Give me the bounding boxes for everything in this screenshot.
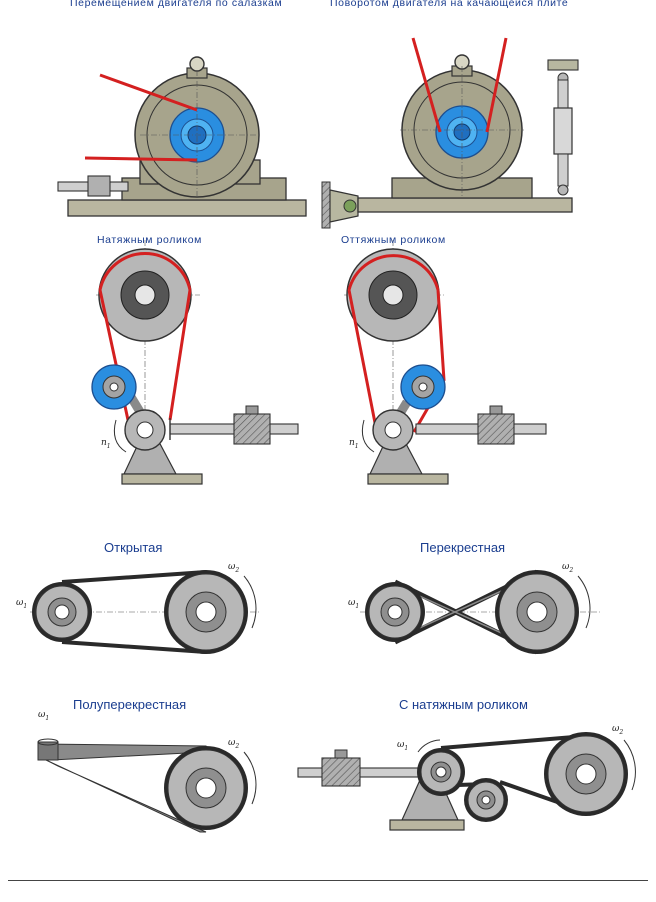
label-w2-open: ω2: [228, 562, 240, 574]
drive-pulley8-bore: [435, 766, 447, 778]
label-w1-crossed: ω1: [348, 598, 360, 610]
bearing3-cap: [245, 405, 259, 415]
w1-arrow7: [37, 738, 59, 746]
small-pulley5-bore: [54, 604, 70, 620]
caption-slide: Перемещением двигателя по салазкам: [70, 0, 283, 9]
drive-pulley4-bore: [384, 421, 402, 439]
caption-with-tension-roller: С натяжным роликом: [399, 697, 528, 712]
n1-arrow4: [361, 419, 375, 453]
drive-pulley3-bore: [136, 421, 154, 439]
belt3-wrap: [98, 252, 192, 291]
belt2-right: [485, 37, 508, 133]
w2-arrow8: [623, 739, 636, 791]
large-pulley6-bore: [526, 601, 548, 623]
belt8-top: [440, 734, 587, 750]
horizontal-pulley: [37, 741, 59, 761]
turnbuckle-rod-bottom: [557, 153, 569, 187]
caption-idler-roller: Оттяжным роликом: [341, 234, 446, 246]
turnbuckle-body: [553, 107, 573, 155]
eye-bolt: [189, 56, 205, 72]
wall-hatch: [321, 181, 331, 229]
driven-pulley3-bore: [134, 284, 156, 306]
label-w2-crossed: ω2: [562, 562, 574, 574]
belt4-wrap: [347, 254, 440, 291]
half-crossed-drive-panel: [37, 738, 257, 833]
idler-roller-bore: [418, 382, 428, 392]
large-pulley8-bore: [575, 763, 597, 785]
tension-roller-panel: [91, 240, 299, 485]
small-pulley6-bore: [387, 604, 403, 620]
turnbuckle-bottom-pin: [557, 184, 569, 196]
large-pulley5-bore: [195, 601, 217, 623]
slide-rail-base: [67, 199, 307, 217]
label-n1-a: n1: [101, 438, 111, 450]
stand3-base: [121, 473, 203, 485]
tension-roller-drive-panel: [297, 732, 636, 831]
turnbuckle-rod-top: [557, 79, 569, 109]
label-w2-half-crossed: ω2: [228, 738, 240, 750]
tension-roller8-bore: [481, 795, 491, 805]
screw-nut: [87, 175, 111, 197]
bearing8-cap: [334, 749, 348, 759]
w2-arrow5: [243, 575, 257, 629]
crossed-drive-panel: [360, 569, 600, 655]
w2-arrow6: [577, 575, 591, 629]
open-drive-panel: [30, 570, 260, 654]
turnbuckle-top-mount: [547, 59, 579, 71]
tension-roller-bore: [109, 382, 119, 392]
swing-plate: [357, 197, 573, 213]
n1-arrow3: [113, 419, 127, 453]
belt-upper: [99, 73, 198, 112]
belt2-left: [411, 37, 442, 133]
open-belt-top: [61, 570, 207, 584]
label-w2-tension-drive: ω2: [612, 724, 624, 736]
w2-arrow7: [243, 751, 257, 805]
stand4-base: [367, 473, 449, 485]
label-w1-tension-drive: ω1: [397, 740, 409, 752]
w1-arrow6: [367, 593, 376, 631]
caption-half-crossed: Полуперекрестная: [73, 697, 187, 712]
w1-arrow8: [417, 739, 441, 753]
idler-roller-panel: [344, 240, 547, 485]
caption-tension-roller: Натяжным роликом: [97, 234, 203, 246]
label-n1-b: n1: [349, 438, 359, 450]
motor-on-slide-panel: [57, 56, 307, 217]
caption-crossed: Перекрестная: [420, 540, 506, 555]
belt-lower: [84, 156, 198, 162]
caption-open: Открытая: [104, 540, 163, 555]
label-w1-open: ω1: [16, 598, 28, 610]
w1-arrow5: [34, 593, 43, 631]
bearing4: [477, 413, 515, 445]
bearing3: [233, 413, 271, 445]
footer-rule: [8, 880, 648, 881]
label-w1-half-crossed: ω1: [38, 710, 50, 722]
driven-pulley4-bore: [382, 284, 404, 306]
bearing8: [321, 757, 361, 787]
stand8-base: [389, 819, 465, 831]
large-pulley7-bore: [195, 777, 217, 799]
open-belt-bottom: [61, 640, 207, 654]
bearing4-cap: [489, 405, 503, 415]
caption-swing-plate: Поворотом двигателя на качающейся плите: [330, 0, 569, 9]
hinge-pin: [343, 199, 357, 213]
motor-on-swing-plate-panel: [321, 37, 579, 229]
half-cross-belt-bottom: [45, 759, 207, 833]
